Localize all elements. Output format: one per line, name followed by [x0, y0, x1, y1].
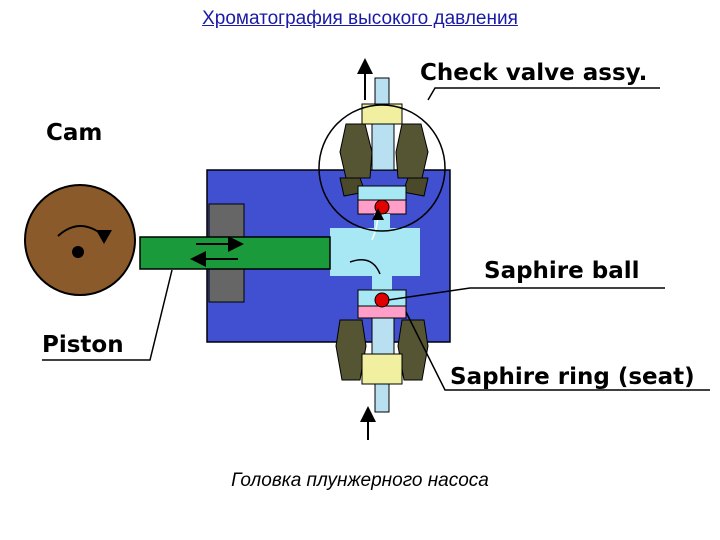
piston-label: Piston — [42, 332, 124, 358]
rotation-arrow-icon — [96, 230, 112, 244]
ring-leader — [405, 311, 710, 391]
cam — [24, 184, 136, 296]
figure-caption: Головка плунжерного насоса — [231, 470, 489, 491]
saphire-ring-label: Saphire ring (seat) — [450, 364, 695, 390]
cam-label: Cam — [46, 120, 102, 146]
flow-in-arrow — [349, 259, 381, 275]
piston-leader — [42, 269, 173, 361]
inlet-check-valve — [335, 276, 429, 413]
ball-leader — [387, 287, 665, 301]
flow-up-arrow — [371, 208, 384, 241]
saphire-ball-label: Saphire ball — [484, 258, 640, 284]
pump-chamber — [330, 228, 420, 276]
page-title: Хроматография высокого давления — [202, 8, 518, 29]
check-valve-label: Check valve assy. — [420, 60, 647, 86]
check-valve-highlight — [318, 104, 446, 232]
outlet-check-valve — [339, 77, 429, 230]
check-valve-leader — [427, 87, 660, 101]
piston — [139, 236, 331, 270]
